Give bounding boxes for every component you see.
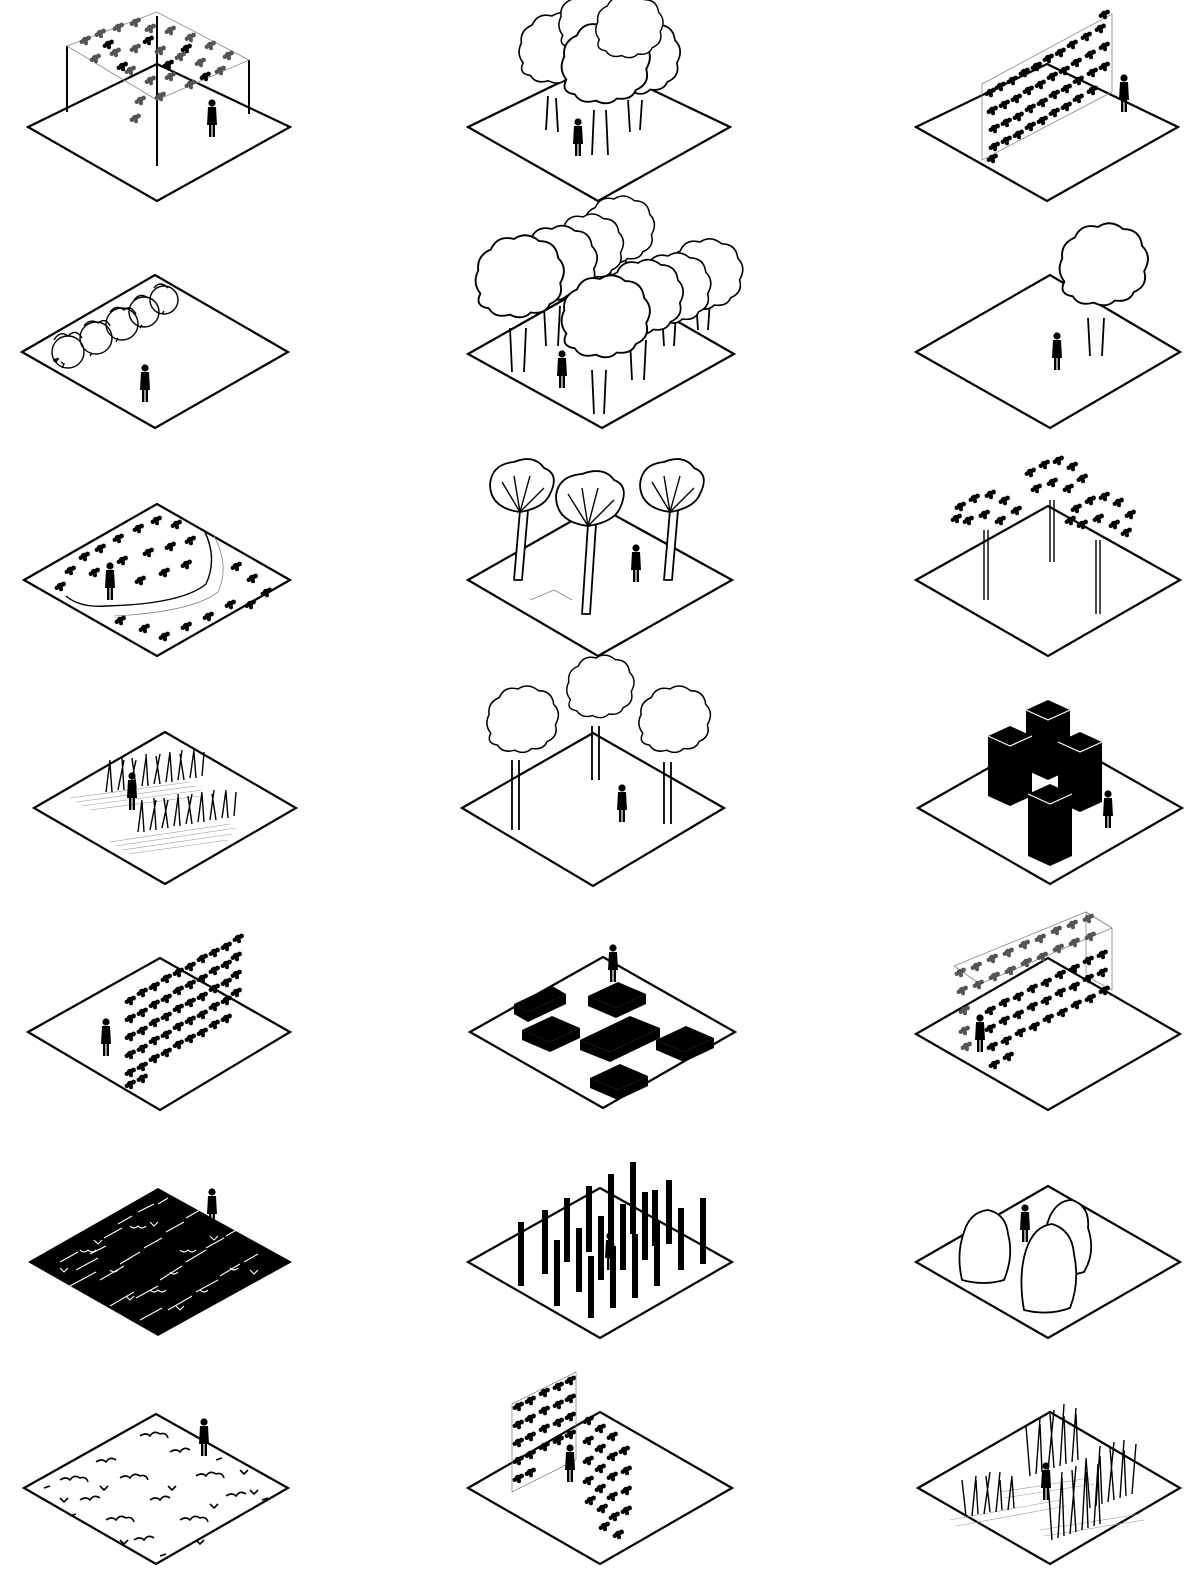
tile-hedge-wall	[28, 934, 290, 1110]
tile-single-tree	[916, 223, 1180, 428]
bench-slabs-icon	[514, 982, 714, 1100]
tile-dense-tree-grove	[468, 196, 743, 428]
tile-shrub-outlines	[916, 1186, 1180, 1338]
tile-reed-clusters	[918, 1404, 1180, 1564]
tile-pole-field	[468, 1162, 732, 1338]
tile-grass-strips	[34, 732, 296, 884]
tile-scattered-groundcover	[24, 1414, 288, 1564]
tile-pergola-canopy	[28, 12, 290, 201]
tile-dense-groundcover	[28, 1188, 292, 1336]
tile-sparse-canopy-trees	[916, 456, 1180, 656]
tile-double-hedge-frame	[916, 912, 1180, 1110]
tile-groundcover-path	[24, 504, 290, 656]
tile-tree-cluster	[468, 0, 730, 201]
tile-block-volumes	[918, 700, 1182, 884]
tile-hedge-row	[22, 275, 288, 428]
tile-palm-trees	[468, 459, 732, 656]
tile-green-wall	[916, 10, 1178, 201]
tile-hedge-corridor	[468, 1372, 732, 1564]
tile-bench-slabs	[470, 944, 735, 1108]
tile-three-trees	[462, 655, 724, 886]
